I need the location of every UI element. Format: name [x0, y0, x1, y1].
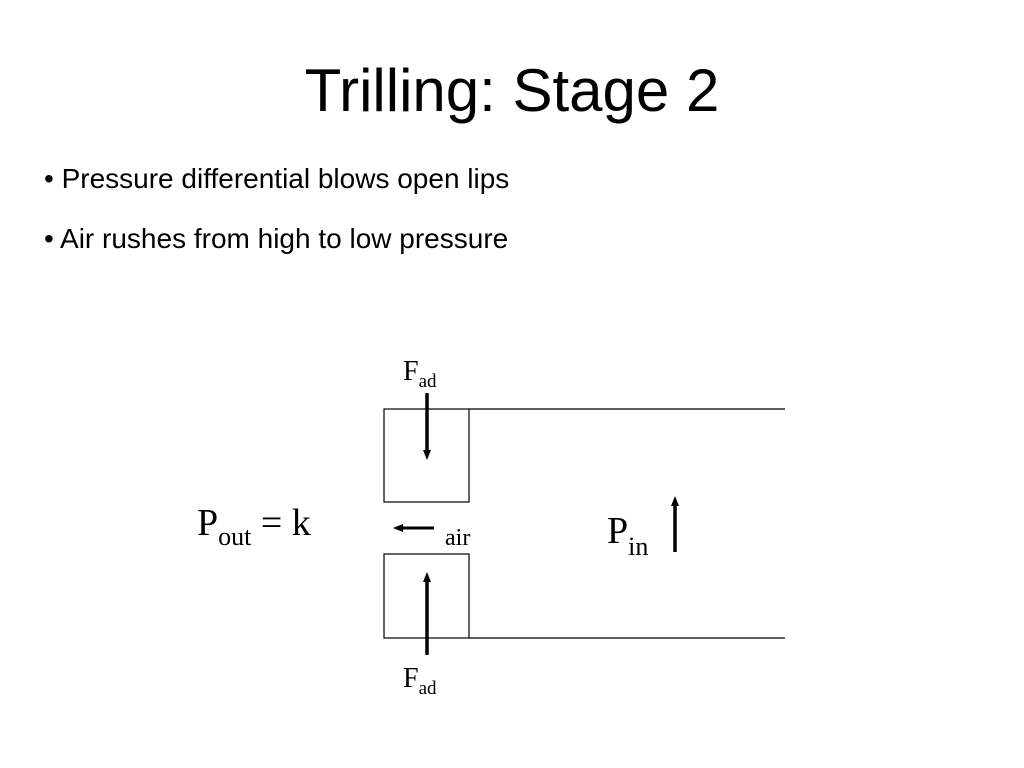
force-label-top-sub: ad — [419, 371, 437, 392]
air-label: air — [445, 525, 470, 551]
pressure-in-sub: in — [628, 532, 648, 561]
pressure-out-sub: out — [218, 522, 252, 551]
bullet-item: • Air rushes from high to low pressure — [44, 223, 509, 254]
pressure-out-main: P — [197, 502, 218, 544]
bullet-item: • Pressure differential blows open lips — [44, 163, 510, 194]
pressure-in-label: Pin — [607, 510, 648, 561]
bullet-list: • Pressure differential blows open lips … — [44, 163, 509, 283]
slide-title: Trilling: Stage 2 — [304, 57, 720, 124]
force-label-top: Fad — [403, 356, 437, 392]
pressure-out-label: Pout = k — [197, 502, 311, 551]
force-label-bottom-main: F — [403, 663, 419, 694]
force-label-bottom: Fad — [403, 663, 437, 699]
force-label-bottom-sub: ad — [419, 678, 437, 699]
force-label-top-main: F — [403, 356, 419, 387]
pressure-in-main: P — [607, 510, 628, 552]
pressure-out-suffix: = k — [251, 502, 310, 544]
